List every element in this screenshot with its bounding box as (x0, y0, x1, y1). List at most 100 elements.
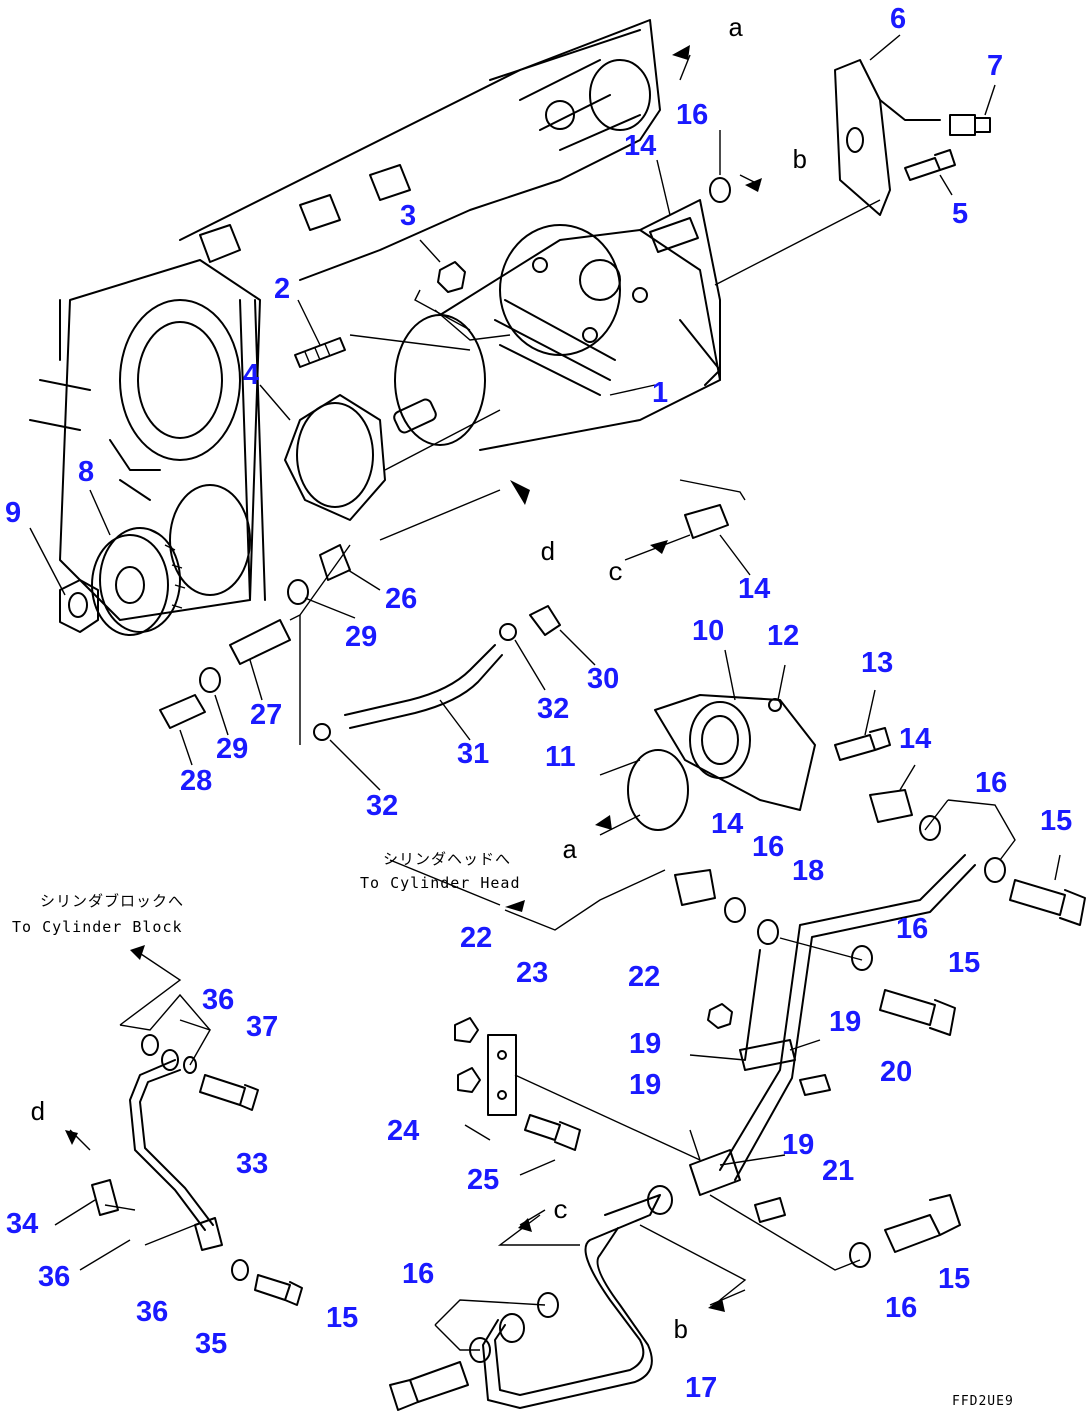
label-3: 3 (400, 200, 416, 232)
drawing-code: FFD2UE9 (952, 1394, 1014, 1409)
label-14-right: 14 (899, 723, 931, 755)
label-29-top: 29 (345, 621, 377, 653)
label-26: 26 (385, 583, 417, 615)
notes: シリンダヘッドへ To Cylinder Head シリンダブロックへ To C… (12, 850, 521, 936)
label-19-d: 19 (782, 1129, 814, 1161)
label-9: 9 (5, 497, 21, 529)
bolt (524, 1114, 581, 1151)
label-36-bottom: 36 (136, 1296, 168, 1328)
clamp (689, 1149, 741, 1196)
nut (454, 1017, 479, 1043)
label-16-top: 16 (676, 99, 708, 131)
label-1: 1 (652, 377, 668, 409)
bracket (834, 59, 891, 216)
label-6: 6 (890, 3, 906, 35)
fitting (229, 619, 291, 665)
clamp (739, 1039, 796, 1071)
pipe (719, 854, 966, 1171)
bolt (754, 1197, 786, 1223)
bolt (199, 1074, 259, 1111)
connection-lines (54, 54, 1016, 1351)
banjo-bolt (879, 989, 956, 1036)
label-36-top: 36 (202, 984, 234, 1016)
elbow (529, 605, 561, 636)
label-32-left: 32 (366, 790, 398, 822)
clip (91, 1179, 119, 1216)
bolt (834, 727, 891, 761)
label-25: 25 (467, 1164, 499, 1196)
stud (294, 337, 346, 368)
label-15-mid: 15 (948, 947, 980, 979)
letter-a-top: a (728, 14, 744, 44)
letter-d-left: d (30, 1098, 46, 1128)
label-24: 24 (387, 1115, 419, 1147)
label-16-lower-right: 16 (885, 1292, 917, 1324)
label-23: 23 (516, 957, 548, 989)
hose (344, 644, 496, 716)
letter-c-bottom: c (553, 1196, 569, 1226)
label-4: 4 (243, 359, 259, 391)
plug (159, 694, 206, 729)
label-21: 21 (822, 1155, 854, 1187)
plate (487, 1034, 517, 1116)
note-cylinder-block-jp: シリンダブロックへ (40, 892, 184, 910)
letter-b-bottom: b (673, 1316, 689, 1346)
letter-d-mid: d (540, 538, 556, 568)
fitting (869, 789, 913, 823)
label-19-a: 19 (629, 1028, 661, 1060)
letter-b-top: b (792, 146, 808, 176)
banjo-bolt (884, 1194, 961, 1253)
pipe (494, 1194, 661, 1396)
pipe (129, 1059, 206, 1231)
label-36-left: 36 (38, 1261, 70, 1293)
arrows (65, 45, 762, 1312)
label-35: 35 (195, 1328, 227, 1360)
label-16-lower-left: 16 (402, 1258, 434, 1290)
note-cylinder-block-en: To Cylinder Block (12, 918, 183, 936)
label-29-lower: 29 (216, 733, 248, 765)
label-15-lower-right: 15 (938, 1263, 970, 1295)
note-cylinder-head-jp: シリンダヘッドへ (383, 850, 511, 868)
connection-letters: a b d c a d c b (30, 14, 808, 1346)
gasket (284, 394, 386, 521)
label-27: 27 (250, 699, 282, 731)
cover (654, 694, 816, 811)
bolt (254, 1274, 303, 1306)
label-32-right: 32 (537, 693, 569, 725)
label-19-c: 19 (629, 1069, 661, 1101)
gear (91, 527, 186, 636)
fitting (319, 544, 351, 581)
label-28: 28 (180, 765, 212, 797)
label-37: 37 (246, 1011, 278, 1043)
label-14-lower: 14 (711, 808, 743, 840)
label-15-right: 15 (1040, 805, 1072, 837)
label-18: 18 (792, 855, 824, 887)
nut (437, 261, 466, 293)
note-cylinder-head-en: To Cylinder Head (360, 874, 521, 892)
bolt (799, 1074, 831, 1096)
label-13: 13 (861, 647, 893, 679)
label-5: 5 (952, 198, 968, 230)
label-14-top: 14 (624, 130, 656, 162)
nut (457, 1067, 481, 1093)
label-33: 33 (236, 1148, 268, 1180)
label-31: 31 (457, 738, 489, 770)
label-2: 2 (274, 273, 290, 305)
label-12: 12 (767, 620, 799, 652)
label-16-mid: 16 (896, 913, 928, 945)
label-20: 20 (880, 1056, 912, 1088)
label-34: 34 (6, 1208, 38, 1240)
bolt (949, 114, 991, 136)
letter-a-mid: a (562, 836, 578, 866)
part-labels: 1 2 3 4 5 6 7 8 9 10 11 12 13 14 14 14 1… (5, 3, 1072, 1404)
fitting (684, 504, 729, 539)
fitting (649, 217, 699, 253)
engine-housing (29, 19, 661, 621)
label-16-right: 16 (975, 767, 1007, 799)
label-14-c: 14 (738, 573, 770, 605)
label-7: 7 (987, 50, 1003, 82)
nut (707, 1003, 733, 1029)
o-ring (627, 749, 689, 831)
